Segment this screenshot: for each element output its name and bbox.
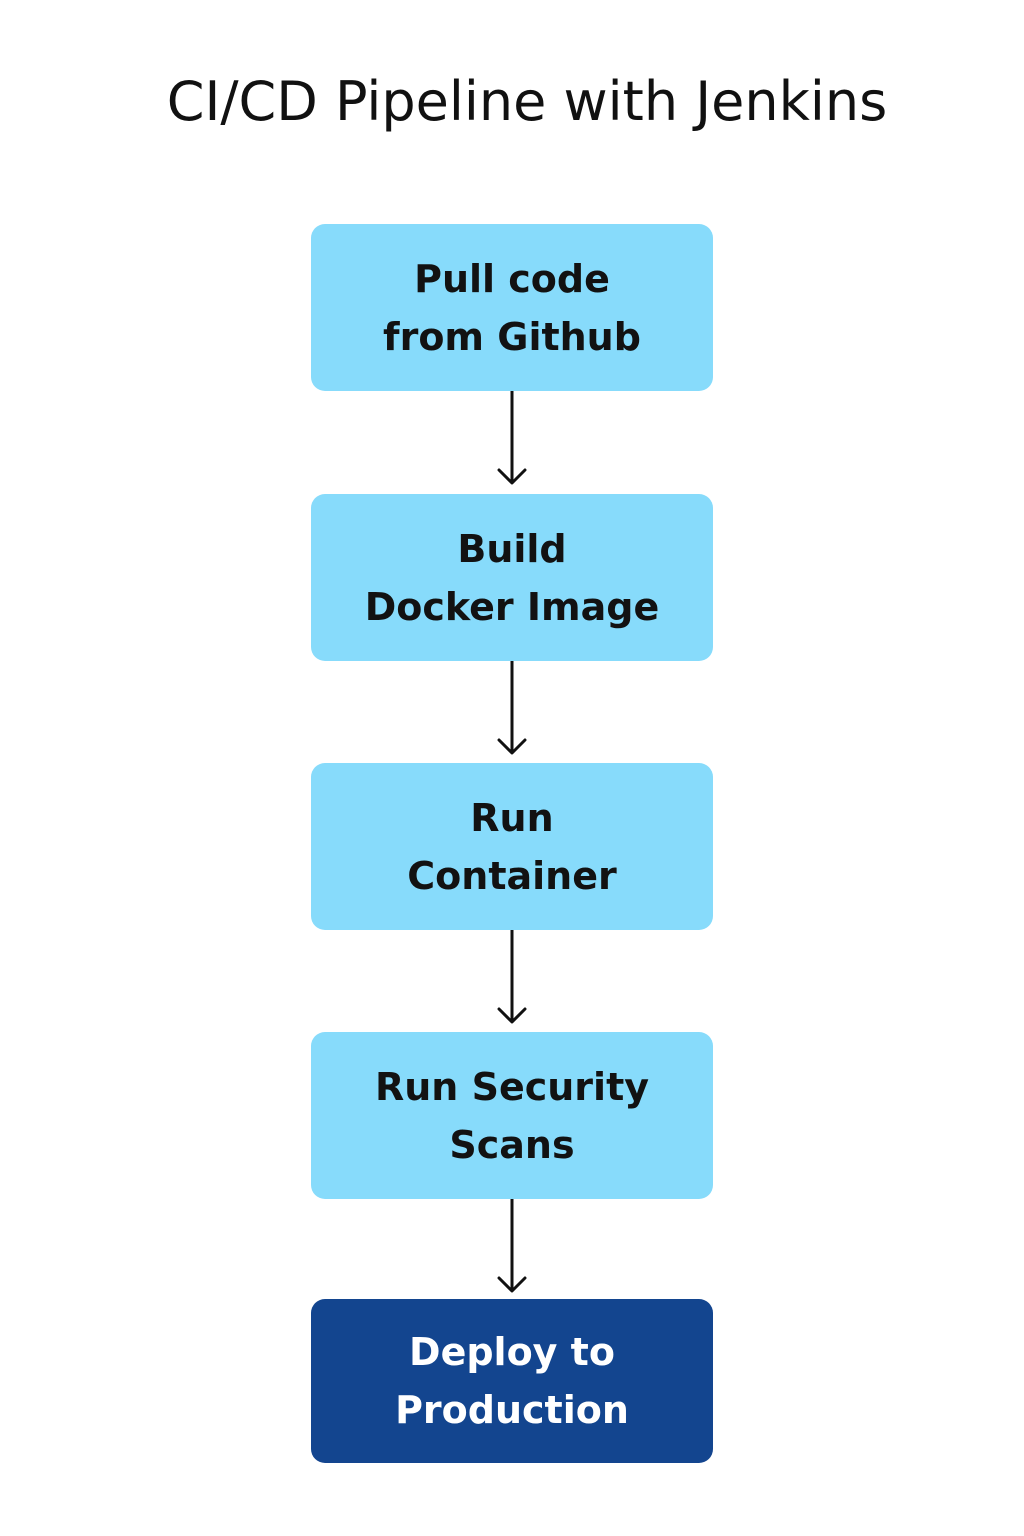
- arrow-down-icon: [497, 930, 527, 1024]
- arrow-down-icon: [497, 391, 527, 485]
- step-deploy-production: Deploy to Production: [311, 1299, 713, 1463]
- arrow-down-icon: [497, 661, 527, 755]
- step-pull-code: Pull code from Github: [311, 224, 713, 391]
- step-pull-code-label: Pull code from Github: [383, 256, 641, 359]
- diagram-title: CI/CD Pipeline with Jenkins: [166, 70, 888, 133]
- step-security-scans: Run Security Scans: [311, 1032, 713, 1199]
- step-deploy-production-label: Deploy to Production: [395, 1330, 629, 1432]
- step-build-image: Build Docker Image: [311, 494, 713, 661]
- step-security-scans-label: Run Security Scans: [374, 1064, 649, 1167]
- step-run-container-label: Run Container: [407, 795, 617, 898]
- step-run-container: Run Container: [311, 763, 713, 930]
- arrow-down-icon: [497, 1199, 527, 1293]
- step-build-image-label: Build Docker Image: [364, 526, 660, 629]
